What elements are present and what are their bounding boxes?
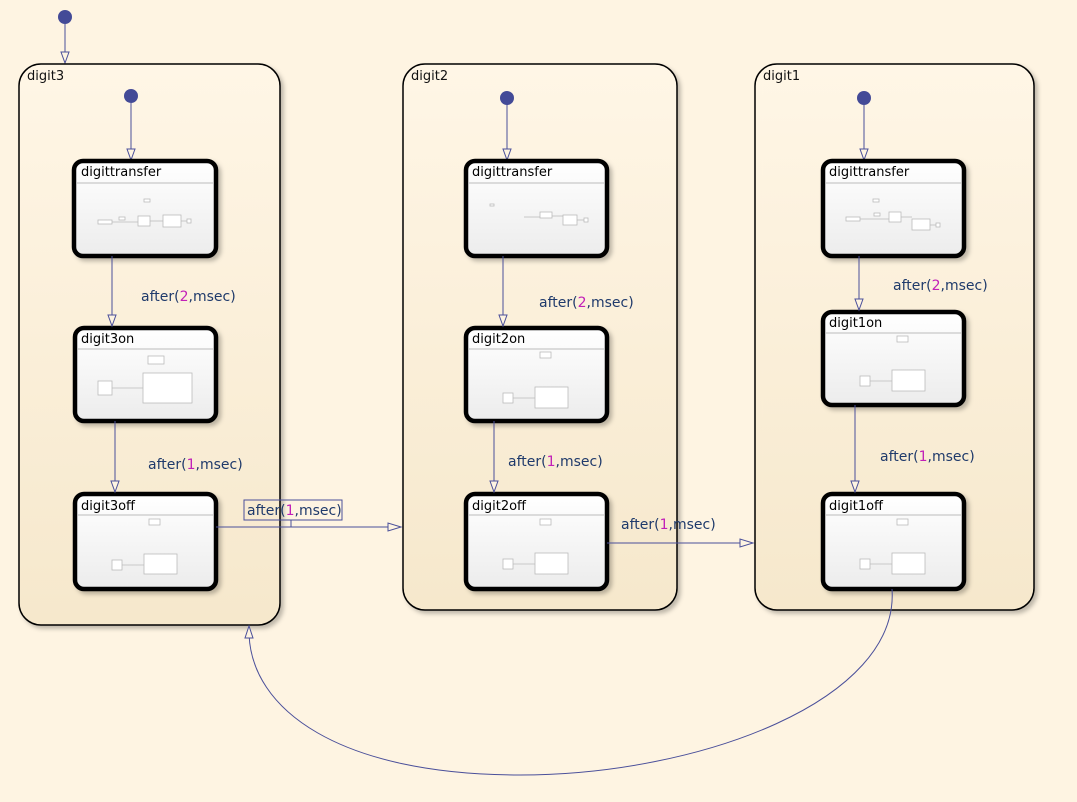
- mini-chart-preview: [845, 198, 941, 231]
- transition-digit2off-to-digit1[interactable]: after(1,msec): [607, 517, 755, 548]
- default-transition-dot: [500, 91, 514, 105]
- substate-digit2on[interactable]: digit2on: [463, 325, 610, 424]
- transition-digit1-on-to-off[interactable]: after(1,msec): [850, 405, 975, 494]
- transition-label: after(1,msec): [880, 449, 975, 465]
- substate-label: digit3on: [81, 332, 134, 347]
- transition-digit2-transfer-to-on[interactable]: after(2,msec): [498, 256, 634, 328]
- substate-label: digit1off: [829, 499, 884, 514]
- transition-label: after(1,msec): [508, 454, 603, 470]
- transition-label: after(1,msec): [148, 457, 243, 473]
- mini-chart-preview: [489, 203, 589, 226]
- substate-label: digit2off: [472, 499, 527, 514]
- substate-digittransfer[interactable]: digittransfer: [71, 158, 219, 259]
- substate-digit3off[interactable]: digit3off: [72, 491, 219, 592]
- superstate-label: digit1: [763, 69, 800, 84]
- transition-digit3-transfer-to-on[interactable]: after(2,msec): [107, 256, 236, 328]
- selected-label-box: [243, 499, 343, 521]
- transition-digit3off-to-digit2[interactable]: after(1,msec): [216, 499, 403, 532]
- mini-chart-preview: [111, 518, 178, 575]
- transition-label: after(1,msec): [247, 503, 342, 519]
- substate-digit1on[interactable]: digit1on: [820, 309, 967, 408]
- substate-label: digittransfer: [829, 165, 910, 180]
- substate-digittransfer[interactable]: digittransfer: [463, 158, 610, 259]
- transition-label: after(2,msec): [141, 289, 236, 305]
- substate-label: digit2on: [472, 332, 525, 347]
- superstate-digit1[interactable]: digit1 digittransfer digit1on: [754, 63, 1035, 611]
- superstate-label: digit3: [27, 69, 64, 84]
- substate-label: digittransfer: [472, 165, 553, 180]
- substate-label: digittransfer: [81, 165, 162, 180]
- superstate-digit3[interactable]: digit3 digittransfer d: [18, 63, 281, 626]
- substate-label: digit1on: [829, 316, 882, 331]
- substate-digit3on[interactable]: digit3on: [72, 325, 219, 424]
- mini-chart-preview: [859, 518, 926, 575]
- superstate-label: digit2: [411, 69, 448, 84]
- superstate-digit2[interactable]: digit2 digittransfer digit2on: [402, 63, 678, 611]
- transition-digit2-on-to-off[interactable]: after(1,msec): [489, 421, 603, 494]
- substate-digit2off[interactable]: digit2off: [463, 491, 610, 592]
- substate-label: digit3off: [81, 499, 136, 514]
- top-default-transition[interactable]: [58, 10, 72, 65]
- mini-chart-preview: [859, 335, 926, 392]
- mini-chart-preview: [97, 355, 193, 404]
- transition-label: after(2,msec): [539, 295, 634, 311]
- default-transition-dot: [857, 91, 871, 105]
- substate-digittransfer[interactable]: digittransfer: [820, 158, 967, 259]
- transition-label: after(1,msec): [621, 517, 716, 533]
- mini-chart-preview: [97, 198, 192, 228]
- substate-digit1off[interactable]: digit1off: [820, 491, 967, 592]
- transition-label: after(2,msec): [893, 278, 988, 294]
- default-transition-dot: [124, 89, 138, 103]
- transition-digit1-transfer-to-on[interactable]: after(2,msec): [854, 256, 988, 312]
- transition-digit1off-to-digit3[interactable]: [244, 588, 893, 776]
- default-transition-dot: [58, 10, 72, 24]
- transition-digit3-on-to-off[interactable]: after(1,msec): [110, 421, 243, 494]
- mini-chart-preview: [502, 351, 569, 409]
- mini-chart-preview: [502, 518, 569, 575]
